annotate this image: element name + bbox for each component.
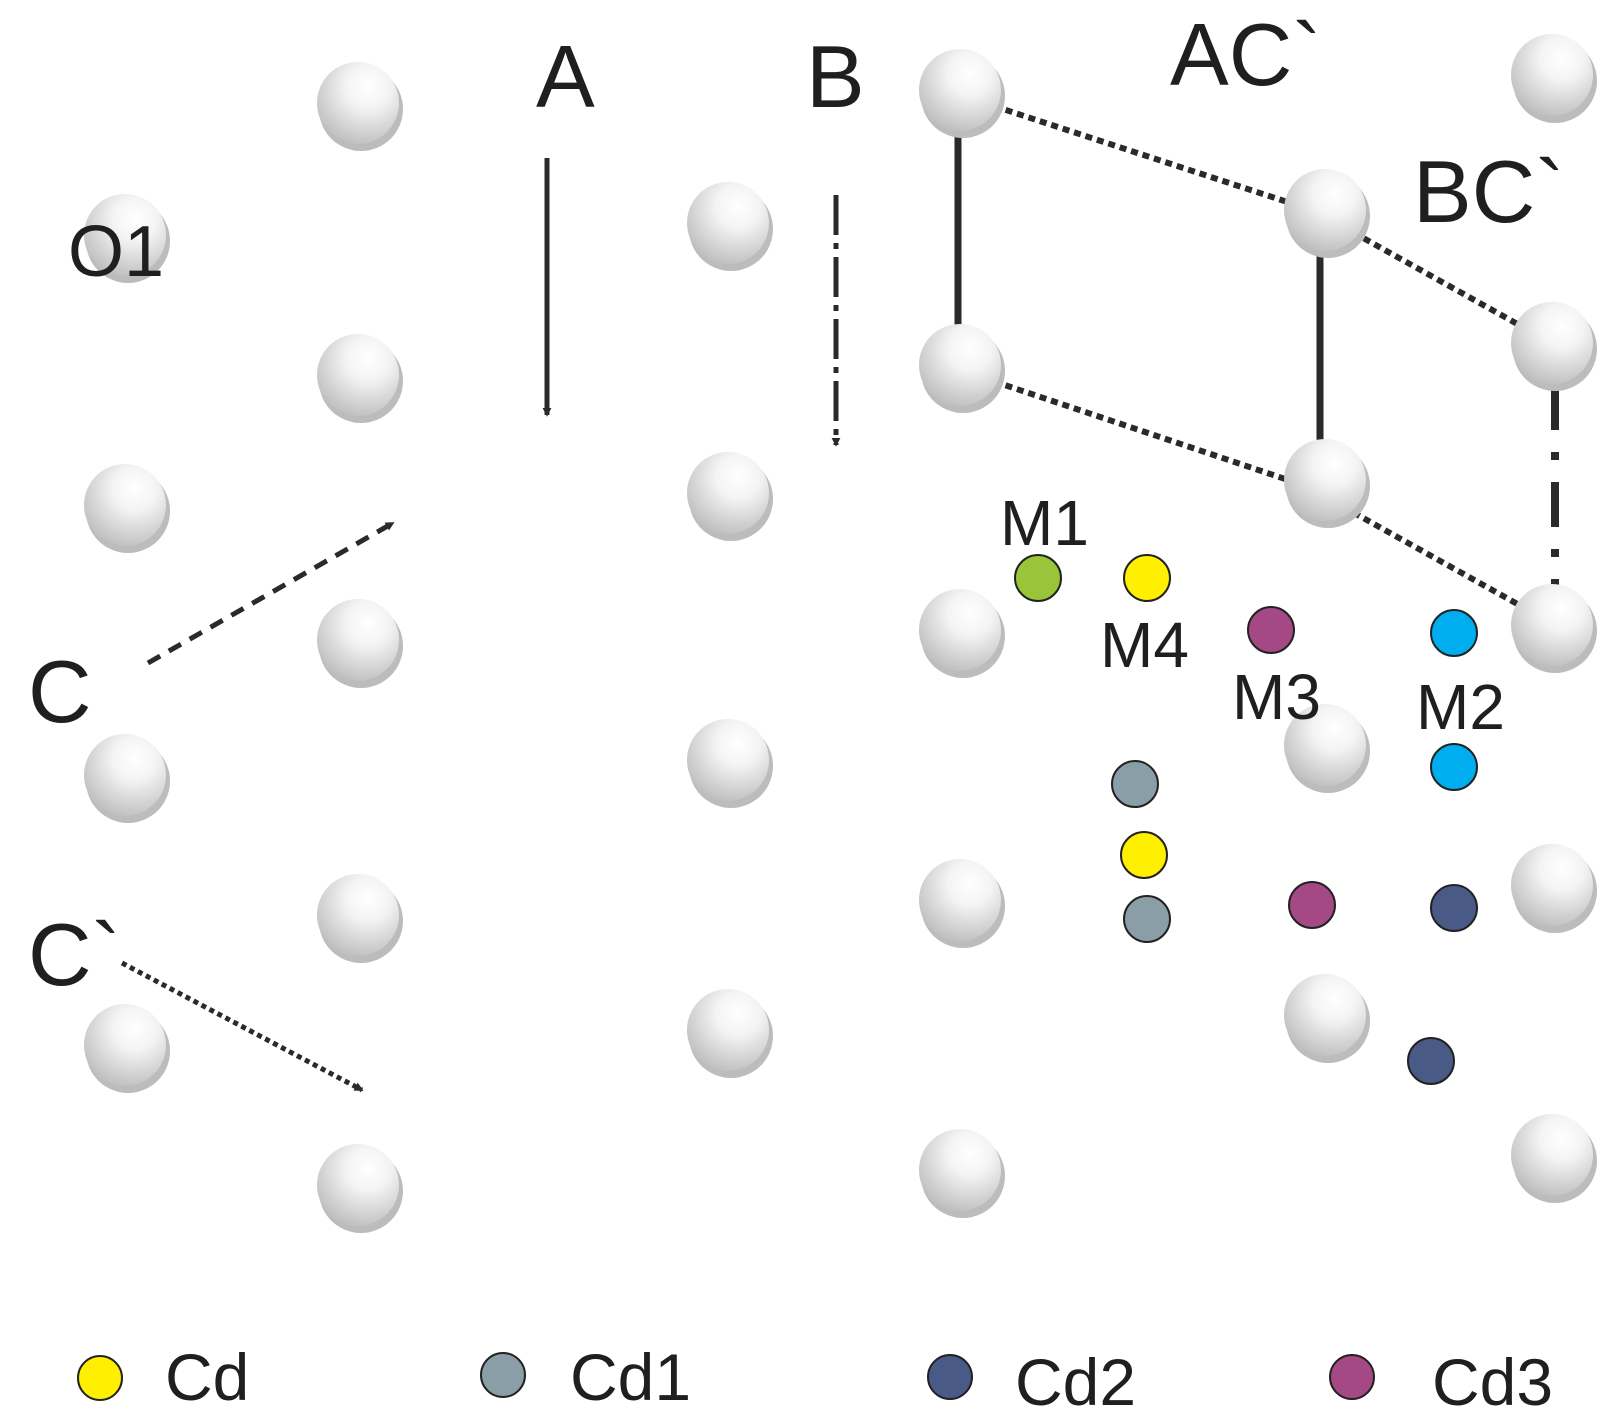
legend-item-cd3: Cd3 [1329, 1345, 1553, 1419]
labels: A B AC` BC` O1 C C` M1 M4 M3 M2 [28, 5, 1565, 1004]
oxygen-sphere [317, 599, 399, 681]
oxygen-sphere [687, 719, 769, 801]
legend-item-cd1: Cd1 [480, 1340, 691, 1414]
atom-cd1-lower [1123, 895, 1171, 943]
atom-m2-upper [1430, 609, 1478, 657]
oxygen-sphere [317, 334, 399, 416]
atom-cd1-upper [1111, 760, 1159, 808]
direction-arrows [120, 158, 841, 1093]
oxygen-sphere [317, 62, 399, 144]
label-c-prime: C` [28, 905, 121, 1004]
oxygen-sphere [1284, 704, 1366, 786]
atom-m1 [1014, 554, 1062, 602]
cell-edge-dotted-bottom-right [1320, 492, 1557, 628]
oxygen-sphere [84, 734, 166, 816]
legend-swatch-cd [77, 1355, 123, 1401]
label-m4: M4 [1100, 609, 1189, 681]
oxygen-sphere [919, 859, 1001, 941]
legend-swatch-cd2 [927, 1354, 973, 1400]
oxygen-sphere [84, 464, 166, 546]
oxygen-sphere [1511, 34, 1593, 116]
oxygen-sphere [919, 589, 1001, 671]
label-a: A [536, 27, 595, 126]
atom-cd2-upper [1430, 884, 1478, 932]
cell-edge-dotted-middle [959, 367, 1319, 493]
cell-edge-dotted-top [959, 92, 1319, 215]
label-bc-prime: BC` [1413, 142, 1565, 241]
legend-swatch-cd3 [1329, 1354, 1375, 1400]
oxygen-sphere [1511, 844, 1593, 926]
legend-swatch-cd1 [480, 1352, 526, 1398]
oxygen-sphere [84, 194, 166, 276]
oxygen-sphere [919, 324, 1001, 406]
legend-label-cd1: Cd1 [570, 1340, 691, 1414]
oxygen-sphere [1284, 439, 1366, 521]
arrow-c-prime [120, 960, 364, 1093]
oxygen-sphere [687, 182, 769, 264]
label-b: B [806, 27, 865, 126]
label-m2: M2 [1416, 671, 1505, 743]
oxygen-sphere [84, 1004, 166, 1086]
oxygen-spheres [84, 34, 1597, 1233]
legend: Cd Cd1 Cd2 Cd3 [77, 1340, 1553, 1419]
oxygen-sphere [1284, 169, 1366, 251]
atom-cd3-lower [1288, 881, 1336, 929]
oxygen-sphere [317, 874, 399, 956]
oxygen-sphere [1511, 302, 1593, 384]
legend-label-cd: Cd [165, 1340, 249, 1414]
legend-item-cd2: Cd2 [927, 1345, 1136, 1419]
atom-cd-m4 [1123, 554, 1171, 602]
oxygen-sphere [1511, 584, 1593, 666]
atom-cd3-upper [1247, 606, 1295, 654]
oxygen-sphere [919, 1129, 1001, 1211]
oxygen-sphere [1284, 974, 1366, 1056]
legend-label-cd3: Cd3 [1432, 1345, 1553, 1419]
label-m1: M1 [1000, 487, 1089, 559]
metal-atoms [1014, 554, 1478, 1085]
atom-cd-lower [1120, 831, 1168, 879]
oxygen-sphere [687, 452, 769, 534]
oxygen-sphere [919, 49, 1001, 131]
atom-m2-lower [1430, 743, 1478, 791]
legend-item-cd: Cd [77, 1340, 249, 1414]
legend-label-cd2: Cd2 [1015, 1345, 1136, 1419]
label-o1: O1 [68, 212, 164, 292]
label-m3: M3 [1232, 661, 1321, 733]
label-ac-prime: AC` [1170, 5, 1322, 104]
oxygen-sphere [1511, 1114, 1593, 1196]
atom-cd2-lower [1407, 1037, 1455, 1085]
label-c: C [28, 642, 92, 741]
oxygen-sphere [687, 989, 769, 1071]
oxygen-sphere [317, 1144, 399, 1226]
